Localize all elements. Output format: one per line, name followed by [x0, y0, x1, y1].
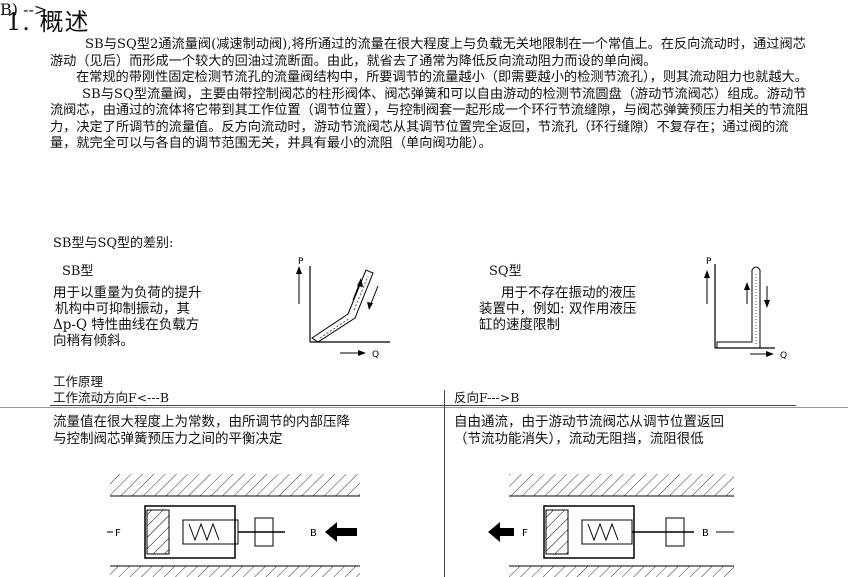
difference-title: SB型与SQ型的差别: — [53, 236, 174, 251]
column-divider — [444, 390, 445, 577]
control-spool — [545, 509, 569, 555]
up-arrow-head — [744, 282, 750, 290]
q-axis-label: Q — [372, 350, 379, 360]
left-port-label: F — [115, 528, 121, 539]
paragraph-1: SB与SQ型2通流量阀(减速制动阀),将所通过的流量在很大程度上与负载无关地限制… — [50, 37, 806, 69]
valve-body — [144, 505, 236, 559]
left-text-line: 流量值在很大程度上为常数，由所调节的内部压降 — [53, 414, 350, 430]
pipe-top-hatch — [110, 474, 360, 496]
left-flow-header: 工作流动方向F<---B — [53, 390, 170, 405]
right-column-text: 自由通流，由于游动节流阀芯从调节位置返回 （节流功能消失），流动无阻挡，流阻很低 — [454, 414, 724, 448]
spring — [188, 522, 220, 542]
right-port-label: B — [702, 528, 709, 539]
spool-housing — [581, 519, 633, 545]
right-port-label: B — [310, 528, 317, 539]
sb-curve-band — [311, 269, 374, 343]
pipe-bottom-hatch — [110, 566, 360, 577]
sb-desc-line: 向稍有倾斜。 — [53, 333, 134, 349]
sq-desc-line: 缸的速度限制 — [479, 317, 560, 333]
p-arrow-head — [296, 266, 302, 274]
q-arrow-head — [766, 351, 774, 357]
left-column-text: 流量值在很大程度上为常数，由所调节的内部压降 与控制阀芯弹簧预压力之间的平衡决定 — [53, 414, 350, 448]
flow-direction-arrow — [325, 522, 357, 542]
p-axis-label: P — [706, 257, 712, 267]
p-axis-label: P — [298, 257, 304, 267]
pipe-top-hatch — [509, 474, 734, 496]
table-top-border-faint — [0, 407, 848, 408]
sb-pq-curve-diagram: P Q — [296, 257, 390, 360]
q-arrow-head — [358, 350, 366, 356]
sq-curve-band — [716, 266, 761, 349]
sq-desc-line: 用于不存在振动的液压 — [501, 285, 636, 301]
right-text-line: （节流功能消失），流动无阻挡，流阻很低 — [454, 431, 704, 447]
valve-diagram-forward: F B — [107, 474, 360, 577]
pipe-bottom-hatch — [509, 566, 734, 577]
sb-description: 用于以重量为负荷的提升 机构中可抑制振动，其 Δp-Q 特性曲线在负载方 向稍有… — [53, 285, 253, 349]
sb-desc-line: 用于以重量为负荷的提升 — [53, 285, 202, 301]
sq-description: 用于不存在振动的液压 装置中，例如: 双作用液压 缸的速度限制 — [479, 285, 679, 333]
control-spool — [146, 509, 170, 555]
left-text-line: 与控制阀芯弹簧预压力之间的平衡决定 — [53, 431, 283, 447]
up-arrow-head — [357, 278, 363, 287]
down-arrow — [369, 285, 379, 307]
paragraph-3: SB与SQ型流量阀，主要由带控制阀芯的柱形阀体、阀芯弹簧和可以自由游动的检测节流… — [50, 86, 809, 152]
sb-desc-line: 机构中可抑制振动，其 — [55, 301, 190, 317]
table-top-border — [50, 405, 796, 406]
paragraph-2: 在常规的带刚性固定检测节流孔的流量阀结构中，所要调节的流量越小（即需要越小的检测… — [76, 70, 808, 85]
flow-direction-arrow — [488, 522, 514, 542]
sq-type-label: SQ型 — [489, 264, 522, 279]
right-flow-header: 反向F--->B — [454, 390, 520, 405]
principle-title: 工作原理 — [53, 374, 104, 389]
q-axis-label: Q — [780, 351, 787, 361]
spring — [587, 522, 619, 542]
sq-desc-line: 装置中，例如: 双作用液压 — [479, 301, 637, 317]
right-text-line: 自由通流，由于游动节流阀芯从调节位置返回 — [454, 414, 724, 430]
down-arrow-head — [367, 302, 373, 310]
intro-text: SB与SQ型2通流量阀(减速制动阀),将所通过的流量在很大程度上与负载无关地限制… — [50, 37, 810, 153]
valve-diagram-reverse: F B — [488, 474, 734, 577]
p-arrow-head — [704, 270, 710, 278]
left-port-label: F — [522, 528, 528, 539]
sb-type-label: SB型 — [62, 264, 94, 279]
sb-desc-line: Δp-Q 特性曲线在负载方 — [53, 317, 200, 333]
page-title: 1. 概述 — [6, 8, 90, 36]
down-arrow-head — [764, 300, 770, 308]
sq-pq-curve-diagram: P Q — [704, 257, 787, 361]
